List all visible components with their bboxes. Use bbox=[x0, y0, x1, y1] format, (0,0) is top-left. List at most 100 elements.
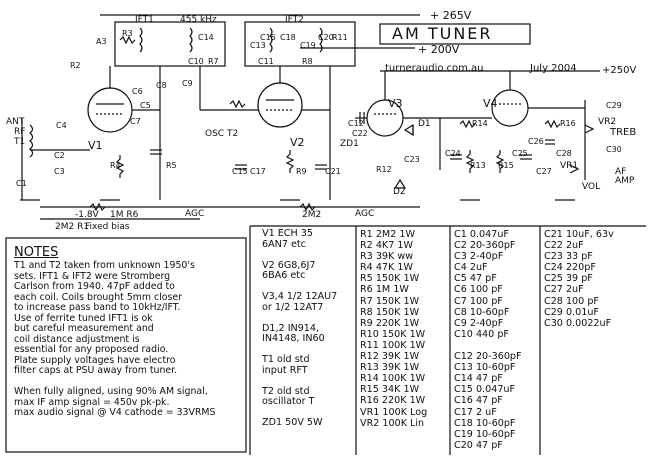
notes-line: coil distance adjustment is bbox=[14, 333, 140, 345]
capacitor-row: C28 100 pF bbox=[544, 295, 599, 307]
resistor-row: R2 4K7 1W bbox=[360, 240, 413, 252]
capacitor-row: C3 2-40pF bbox=[454, 251, 504, 263]
notes-line: to increase pass band to 10kHz/IFT. bbox=[14, 302, 181, 313]
tube-entry: ZD1 50V 5W bbox=[262, 417, 323, 428]
notes-line: max audio signal @ V4 cathode = 33VRMS bbox=[14, 407, 216, 418]
part-ref-label: R2 bbox=[70, 61, 81, 70]
part-ref-label: R9 bbox=[296, 167, 307, 176]
notes-panel: NOTES T1 and T2 taken from unknown 1950'… bbox=[14, 246, 244, 448]
part-ref-label: C9 bbox=[182, 79, 193, 88]
part-ref-label: R4 bbox=[110, 161, 121, 170]
capacitor-row: C22 2uF bbox=[544, 240, 584, 252]
resistor-row: VR2 100K Lin bbox=[360, 417, 425, 429]
capacitor-row: C17 2 uF bbox=[454, 406, 497, 418]
r6-label: 1M R6 bbox=[110, 210, 139, 220]
part-ref-label: R11 bbox=[332, 33, 348, 42]
capacitor-row: C18 10-60pF bbox=[454, 417, 516, 429]
zd1-label: ZD1 bbox=[340, 139, 359, 149]
part-ref-label: R5 bbox=[166, 161, 177, 170]
date-label: July 2004 bbox=[530, 63, 577, 74]
part-ref-label: R14 bbox=[472, 119, 488, 128]
part-ref-label: C7 bbox=[130, 117, 141, 126]
notes-line: Use of ferrite tuned IFT1 is ok bbox=[14, 312, 153, 324]
supply-200-label: + 200V bbox=[418, 43, 460, 56]
part-ref-label: C4 bbox=[56, 121, 67, 130]
capacitor-row: C6 100 pF bbox=[454, 284, 503, 296]
notes-line: Plate supply voltages have electro bbox=[14, 354, 176, 366]
d2-label: D2 bbox=[393, 187, 406, 197]
part-ref-label: C8 bbox=[156, 81, 167, 90]
tube-spacer bbox=[262, 250, 354, 261]
resistor-row: R11 100K 1W bbox=[360, 339, 426, 351]
part-ref-label: C10 bbox=[188, 57, 204, 66]
part-ref-label: C24 bbox=[445, 149, 461, 158]
website-label: turneraudio.com.au bbox=[385, 63, 484, 74]
tube-entry: D1,2 IN914, bbox=[262, 322, 320, 334]
part-ref-label: C23 bbox=[404, 155, 420, 164]
part-ref-label: C16 bbox=[260, 33, 276, 42]
tube-entry: V1 ECH 35 bbox=[262, 228, 313, 239]
rf-label: RF bbox=[14, 127, 26, 137]
tube-entry-alt: or 1/2 12AT7 bbox=[262, 301, 324, 313]
resistor-row: R4 47K 1W bbox=[360, 262, 413, 274]
part-ref-label: R12 bbox=[376, 165, 392, 174]
part-ref-label: C18 bbox=[280, 33, 296, 42]
capacitor-row: C9 2-40pF bbox=[454, 317, 504, 329]
osc-t2-label: OSC T2 bbox=[205, 129, 239, 139]
supply-265-label: + 265V bbox=[430, 9, 472, 22]
part-ref-label: C30 bbox=[606, 145, 622, 154]
bias-volt-label: -1.8V bbox=[75, 210, 99, 220]
supply-250-label: +250V bbox=[602, 65, 637, 76]
capacitor-row: C14 47 pF bbox=[454, 373, 503, 385]
notes-line: each coil. Coils brought 5mm closer bbox=[14, 291, 183, 303]
notes-line: essential for any proposed radio. bbox=[14, 344, 169, 355]
capacitor-row: C12 20-360pF bbox=[454, 351, 522, 363]
ift2-label: IFT2 bbox=[285, 15, 304, 25]
part-ref-label: C11 bbox=[258, 57, 274, 66]
part-ref-label: C22 bbox=[352, 129, 368, 138]
notes-line: T1 and T2 taken from unknown 1950's bbox=[14, 260, 195, 271]
part-ref-label: C5 bbox=[140, 101, 151, 110]
capacitor-row: C24 220pF bbox=[544, 262, 596, 274]
tube-spacer bbox=[262, 376, 354, 387]
part-ref-label: C21 bbox=[325, 167, 341, 176]
tube-entry: T1 old std bbox=[262, 354, 310, 365]
capacitor-row: C5 47 pF bbox=[454, 273, 497, 285]
capacitor-row: C15 0.047uF bbox=[454, 384, 516, 396]
ift1-label: IFT1 bbox=[135, 15, 154, 25]
tube-entry: V2 6G8,6J7 bbox=[262, 259, 316, 271]
tube-entry-alt: oscillator T bbox=[262, 396, 315, 407]
tube-entry: V3,4 1/2 12AU7 bbox=[262, 291, 338, 302]
tube-entry: T2 old std bbox=[262, 385, 310, 397]
tube-entry-alt: 6BA6 etc bbox=[262, 270, 306, 281]
capacitor-row: C30 0.0022uF bbox=[544, 317, 612, 329]
notes-line: When fully aligned, using 90% AM signal, bbox=[14, 386, 208, 397]
tube-entry-alt: 6AN7 etc bbox=[262, 238, 306, 250]
notes-line: Carlson from 1940. 47pF added to bbox=[14, 281, 175, 292]
capacitor-row: C23 33 pF bbox=[544, 251, 593, 263]
agc-right-label: AGC bbox=[355, 209, 375, 219]
resistor-row: R9 220K 1W bbox=[360, 317, 420, 329]
resistor-row: R6 1M 1W bbox=[360, 284, 409, 296]
resistor-row: R1 2M2 1W bbox=[360, 229, 415, 240]
resistor-row: R14 100K 1W bbox=[360, 373, 426, 385]
part-ref-label: C17 bbox=[250, 167, 266, 176]
part-ref-label: C2 bbox=[54, 151, 65, 160]
part-ref-label: C19 bbox=[300, 41, 316, 50]
vr1-label: VR1 bbox=[560, 161, 579, 171]
tube-entry-alt: IN4148, IN60 bbox=[262, 333, 325, 344]
capacitor-row: C7 100 pF bbox=[454, 295, 503, 307]
vol-label: VOL bbox=[582, 182, 601, 192]
fixed-bias-label: Fixed bias bbox=[85, 222, 130, 232]
notes-line: max IF amp signal = 450v pk-pk. bbox=[14, 396, 170, 408]
part-ref-label: C14 bbox=[198, 33, 214, 42]
resistor-row: R13 39K 1W bbox=[360, 362, 420, 374]
r1-label: 2M2 R1 bbox=[55, 222, 90, 232]
resistor-row: VR1 100K Log bbox=[360, 406, 428, 418]
resistor-row: R16 220K 1W bbox=[360, 395, 426, 407]
